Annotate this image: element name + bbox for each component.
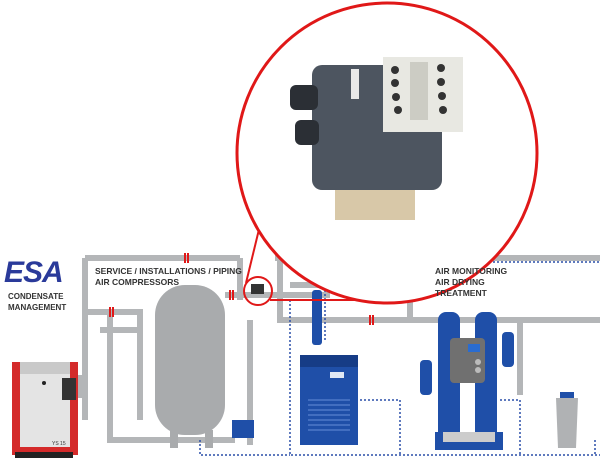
drain-device: [243, 276, 273, 306]
air-label-line1: AIR MONITORING: [435, 266, 508, 276]
logo-subtitle-line2: MANAGEMENT: [8, 303, 67, 312]
service-label-line1: SERVICE / INSTALLATIONS / PIPING: [95, 266, 242, 276]
air-receiver-tank: [155, 285, 254, 448]
compressor-model: YS 15: [52, 441, 66, 447]
air-treatment-label: AIR MONITORING AIR DRYING TREATMENT: [435, 266, 507, 299]
service-label: SERVICE / INSTALLATIONS / PIPING AIR COM…: [95, 266, 242, 288]
air-label-line2: AIR DRYING: [435, 277, 485, 287]
logo-subtitle-line1: CONDENSATE: [8, 292, 64, 301]
refrigeration-dryer: [300, 290, 358, 445]
logo-subtitle: CONDENSATE MANAGEMENT: [8, 291, 66, 313]
esa-logo: ESA: [4, 256, 64, 289]
air-label-line3: TREATMENT: [435, 288, 487, 298]
adsorption-dryer: [420, 312, 514, 450]
oil-water-separator: [556, 392, 578, 448]
air-compressor: YS 15: [12, 362, 78, 458]
magnified-drain: [235, 1, 539, 305]
service-label-line2: AIR COMPRESSORS: [95, 277, 180, 287]
